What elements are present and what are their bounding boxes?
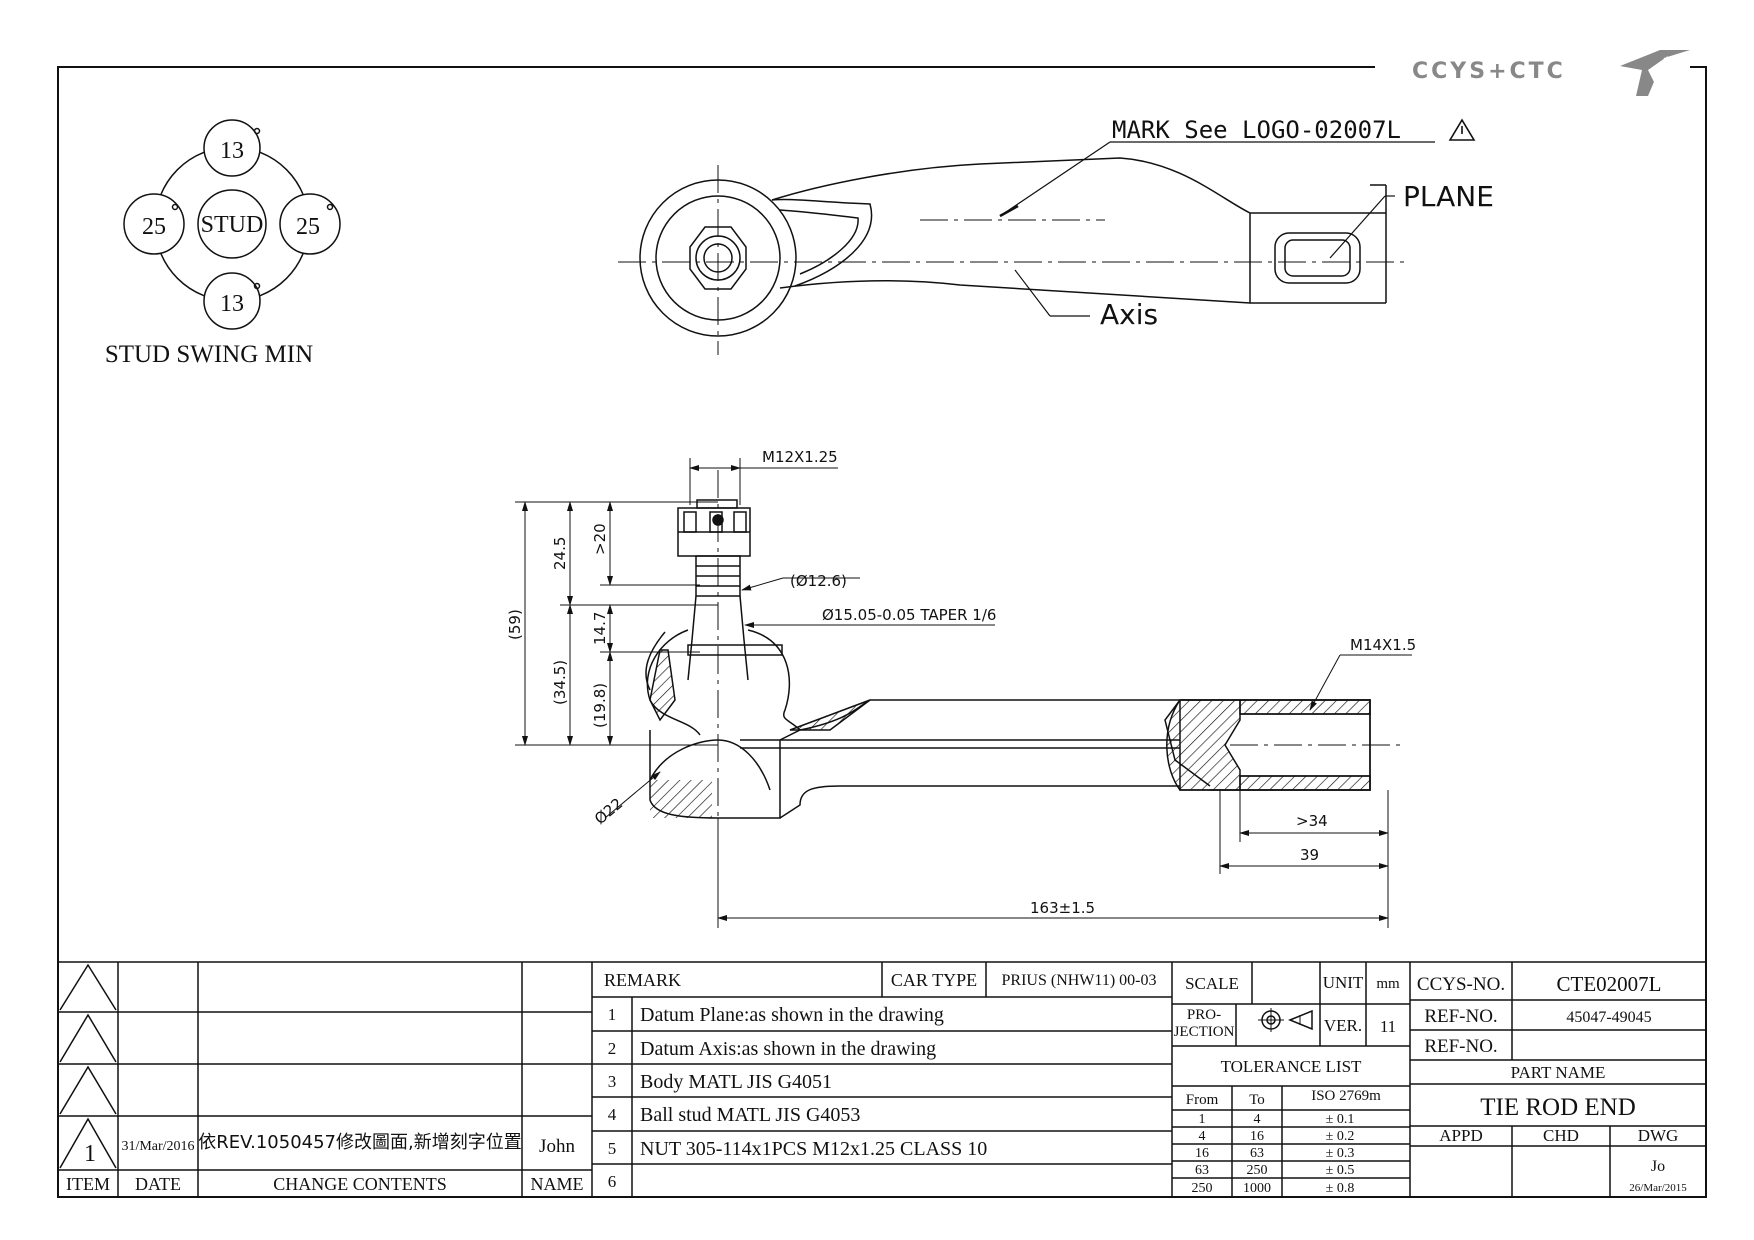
stud-swing-top: 13 (220, 138, 244, 164)
warning-triangle-icon (1448, 118, 1476, 141)
ver-label: VER. (1324, 1016, 1362, 1035)
unit-value: mm (1376, 976, 1400, 992)
dim-d245: 24.5 (551, 537, 569, 570)
dim-d147: 14.7 (591, 612, 609, 645)
tol-from-3: 16 (1195, 1146, 1209, 1161)
tol-header-to: To (1249, 1092, 1265, 1108)
dim-d163: 163±1.5 (1030, 899, 1095, 917)
ref-no-value: 45047-49045 (1566, 1009, 1651, 1026)
top-view (639, 141, 1435, 337)
tol-to-2: 16 (1250, 1129, 1264, 1144)
revision-header-change: CHANGE CONTENTS (273, 1174, 447, 1194)
dim-taper: Ø15.05-0.05 TAPER 1/6 (822, 606, 996, 624)
dim-d39: 39 (1300, 846, 1319, 864)
remark-no-1: 1 (608, 1005, 617, 1024)
side-view (645, 499, 1371, 819)
dim-d126: (Ø12.6) (790, 572, 847, 590)
remark-text-4: Ball stud MATL JIS G4053 (640, 1104, 860, 1126)
remark-text-5: NUT 305-114x1PCS M12x1.25 CLASS 10 (640, 1138, 987, 1160)
side-view-centerlines (717, 470, 1400, 900)
ccys-no-value: CTE02007L (1557, 972, 1662, 996)
revision-name-1: John (539, 1136, 575, 1157)
revision-date-1: 31/Mar/2016 (121, 1139, 194, 1154)
tol-value-1: ± 0.1 (1326, 1112, 1355, 1127)
dwg-name: Jo (1651, 1158, 1665, 1175)
revision-header-name: NAME (531, 1174, 584, 1194)
projection-label-2: JECTION (1174, 1024, 1235, 1040)
dim-d198: (19.8) (591, 683, 609, 728)
plane-label: PLANE (1403, 180, 1494, 213)
revision-item-1: 1 (84, 1141, 96, 1167)
chd-label: CHD (1543, 1126, 1579, 1145)
dim-d22: Ø22 (591, 794, 626, 828)
dwg-date: 26/Mar/2015 (1629, 1182, 1687, 1194)
remark-no-2: 2 (608, 1039, 617, 1058)
dimension-lines (515, 458, 1412, 928)
tol-to-4: 250 (1247, 1163, 1268, 1178)
tol-value-5: ± 0.8 (1326, 1181, 1355, 1196)
dim-d59: (59) (506, 609, 524, 640)
top-view-centerlines (618, 165, 1405, 355)
tol-to-5: 1000 (1243, 1181, 1271, 1196)
remark-no-5: 5 (608, 1139, 617, 1158)
tol-header-iso: ISO 2769m (1311, 1088, 1381, 1104)
remark-no-4: 4 (608, 1105, 617, 1124)
tol-header-from: From (1186, 1092, 1219, 1108)
remark-no-6: 6 (608, 1172, 617, 1191)
revision-header-date: DATE (135, 1174, 181, 1194)
ver-value: 11 (1380, 1017, 1396, 1036)
mark-label: MARK See LOGO-02007L (1112, 116, 1401, 144)
stud-swing-bottom: 13 (220, 291, 244, 317)
tol-to-3: 63 (1250, 1146, 1264, 1161)
appd-label: APPD (1439, 1126, 1482, 1145)
revision-header-item: ITEM (66, 1174, 110, 1194)
tol-from-2: 4 (1199, 1129, 1206, 1144)
axis-label: Axis (1100, 298, 1158, 331)
tol-from-1: 1 (1199, 1112, 1206, 1127)
title-block-grid (58, 961, 1706, 1197)
scale-label: SCALE (1185, 974, 1239, 993)
car-type-label: CAR TYPE (891, 970, 977, 990)
dim-d20: >20 (591, 523, 609, 555)
dwg-label: DWG (1638, 1126, 1679, 1145)
tol-value-3: ± 0.3 (1326, 1146, 1355, 1161)
dim-d345: (34.5) (551, 660, 569, 705)
remark-text-1: Datum Plane:as shown in the drawing (640, 1004, 944, 1026)
ref-no2-label: REF-NO. (1424, 1036, 1497, 1057)
stud-swing-title: STUD SWING MIN (105, 341, 313, 368)
car-type-value: PRIUS (NHW11) 00-03 (1002, 972, 1157, 989)
tol-value-4: ± 0.5 (1326, 1163, 1355, 1178)
ref-no-label: REF-NO. (1424, 1006, 1497, 1027)
frame (57, 66, 1707, 1198)
tol-from-5: 250 (1192, 1181, 1213, 1196)
unit-label: UNIT (1323, 973, 1364, 992)
stud-swing-right: 25 (296, 214, 320, 240)
remark-text-3: Body MATL JIS G4051 (640, 1071, 832, 1093)
revision-change-1: 依REV.1050457修改圖面,新增刻字位置 (198, 1132, 521, 1153)
part-name-value: TIE ROD END (1480, 1094, 1636, 1121)
remark-no-3: 3 (608, 1072, 617, 1091)
dim-m14: M14X1.5 (1350, 636, 1416, 654)
tol-from-4: 63 (1195, 1163, 1209, 1178)
remark-text-2: Datum Axis:as shown in the drawing (640, 1038, 936, 1060)
tolerance-title: TOLERANCE LIST (1221, 1057, 1362, 1076)
stud-swing-diagram (123, 119, 341, 330)
stud-swing-left: 25 (142, 214, 166, 240)
dim-d34: >34 (1296, 812, 1328, 830)
projection-label-1: PRO- (1187, 1007, 1221, 1023)
company-logo: CCYS+CTC (1412, 50, 1690, 96)
dim-m12: M12X1.25 (762, 448, 838, 466)
tol-value-2: ± 0.2 (1326, 1129, 1355, 1144)
part-name-label: PART NAME (1511, 1063, 1606, 1082)
logo-text: CCYS+CTC (1412, 59, 1566, 84)
stud-swing-center: STUD (201, 212, 264, 238)
ccys-no-label: CCYS-NO. (1417, 974, 1505, 995)
remark-header: REMARK (604, 970, 681, 990)
tol-to-1: 4 (1254, 1112, 1261, 1127)
